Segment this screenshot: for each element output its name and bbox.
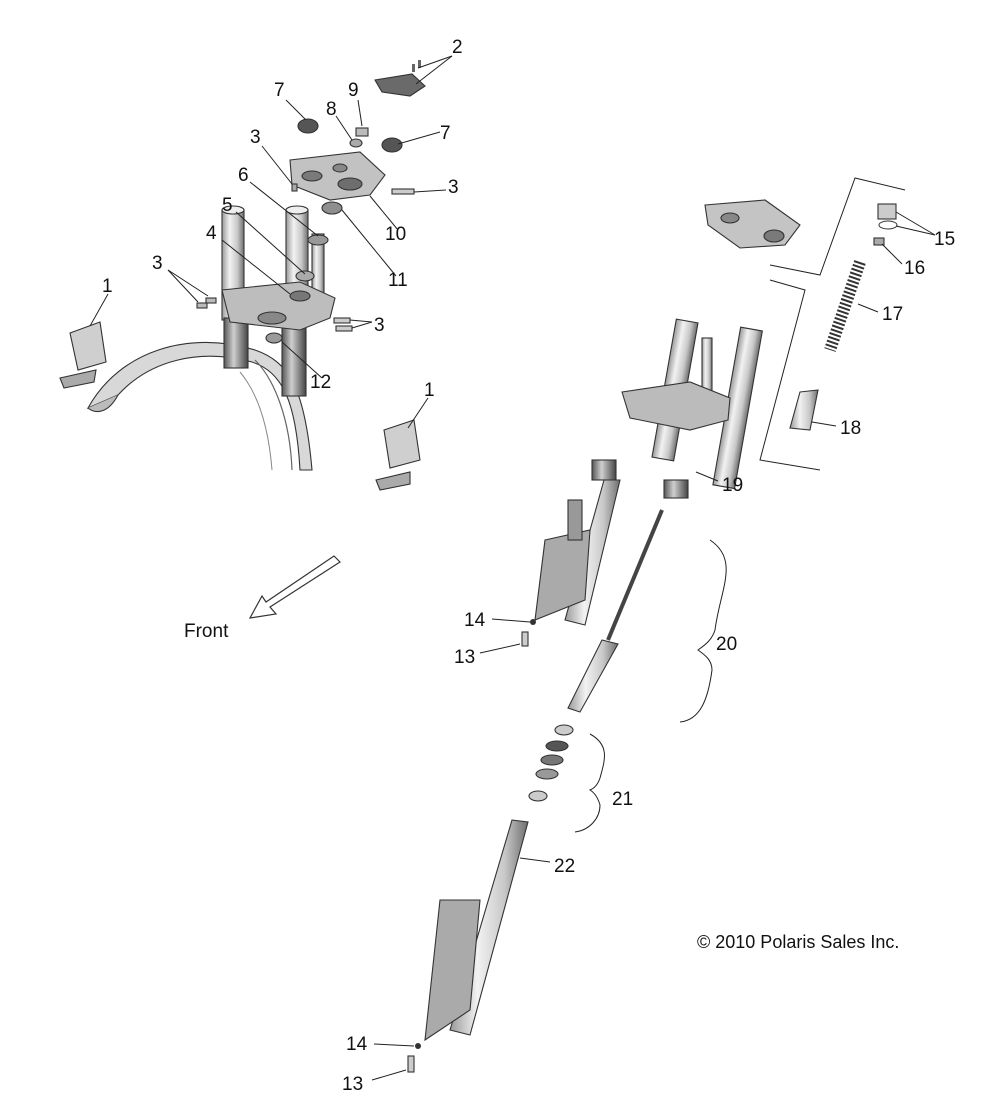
callout-17: 17 [882, 304, 903, 325]
lower-fork-tube [424, 819, 529, 1042]
callout-3-right: 3 [448, 177, 459, 198]
left-fork-slider [534, 479, 621, 626]
brace-20 [679, 539, 727, 723]
callout-14-bottom: 14 [346, 1034, 368, 1055]
leader-lines [89, 55, 936, 1081]
stem-nut [321, 201, 343, 215]
callout-4: 4 [206, 223, 217, 244]
bracket-line-18 [759, 279, 821, 471]
callout-3-top: 3 [250, 127, 261, 148]
cover-plate [374, 60, 426, 97]
bushing-seal-kit [528, 724, 574, 802]
washer-top [530, 619, 536, 625]
fork-cover-left [59, 321, 107, 389]
spacer-nut [873, 237, 885, 246]
front-direction-arrow [248, 555, 341, 619]
callout-6: 6 [238, 165, 249, 186]
washer-bottom [415, 1043, 421, 1049]
callout-20: 20 [716, 634, 737, 655]
callout-14-top: 14 [464, 610, 486, 631]
callout-10: 10 [385, 224, 406, 245]
callout-7-right: 7 [440, 123, 451, 144]
callout-21: 21 [612, 789, 633, 810]
steering-stem [295, 233, 329, 305]
callout-7-left: 7 [274, 80, 285, 101]
callout-9: 9 [348, 80, 359, 101]
o-ring [878, 220, 898, 230]
front-label: Front [184, 621, 229, 642]
callout-16: 16 [904, 258, 925, 279]
damper-rod-assembly [567, 509, 664, 713]
callout-19: 19 [722, 475, 743, 496]
fork-caps [297, 118, 403, 153]
callout-3-left: 3 [152, 253, 163, 274]
clamp-bolt [391, 188, 415, 195]
copyright-notice: © 2010 Polaris Sales Inc. [697, 932, 899, 952]
callout-labels: 2 7 9 8 7 3 3 6 5 4 10 11 3 3 12 1 1 15 … [102, 37, 955, 1095]
callout-13-bottom: 13 [342, 1074, 363, 1095]
callout-1-right: 1 [424, 380, 435, 401]
callout-12: 12 [310, 372, 331, 393]
bolt-top [521, 631, 529, 647]
upper-triple-clamp [289, 151, 386, 201]
fork-spring [824, 260, 866, 352]
callout-1-left: 1 [102, 276, 113, 297]
brace-21 [574, 733, 605, 833]
callout-5: 5 [222, 195, 233, 216]
lower-nut [265, 332, 283, 344]
left-assembly-view [59, 60, 426, 619]
callout-8: 8 [326, 99, 337, 120]
bracket-line-15 [769, 177, 906, 276]
upper-clamp-exploded [704, 199, 801, 249]
front-fender [86, 341, 313, 471]
right-assembly-view [407, 177, 906, 1073]
callout-3-lower: 3 [374, 315, 385, 336]
callout-22: 22 [554, 856, 575, 877]
pinch-bolts [196, 297, 353, 332]
callout-18: 18 [840, 418, 861, 439]
callout-11: 11 [388, 270, 408, 291]
fork-cover-right [375, 419, 421, 491]
bolt-bottom [407, 1055, 415, 1073]
spring-cap [877, 203, 897, 220]
callout-15: 15 [934, 229, 955, 250]
callout-2: 2 [452, 37, 463, 58]
spacer-tube [789, 389, 819, 431]
lower-triple-clamp [221, 281, 336, 331]
small-pin [291, 183, 298, 192]
fork-tubes-assembled [591, 318, 763, 499]
callout-13-top: 13 [454, 647, 475, 668]
